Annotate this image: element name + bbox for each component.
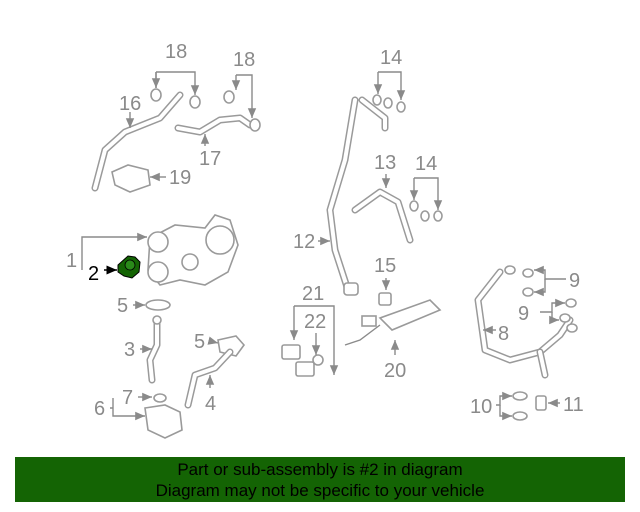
callout-21: 21	[302, 283, 324, 305]
callout-18a: 18	[165, 41, 187, 63]
seal-7[interactable]	[153, 393, 167, 403]
oil-line-4[interactable]	[184, 348, 234, 409]
callout-17: 17	[199, 148, 221, 170]
callout-12: 12	[293, 231, 315, 253]
hose-13[interactable]	[351, 188, 414, 244]
callouts: 18 18 16 17 19 1 2 5 3 5 4 7 6 14 13 14 …	[66, 41, 584, 420]
callout-14a: 14	[380, 47, 402, 69]
hose-17[interactable]	[174, 114, 254, 136]
banner-line-1: Part or sub-assembly is #2 in diagram	[177, 460, 463, 479]
hose-16[interactable]	[91, 91, 184, 192]
valves-21-22[interactable]	[281, 344, 324, 377]
callout-19: 19	[169, 167, 191, 189]
callout-15: 15	[374, 255, 396, 277]
callout-11: 11	[563, 394, 584, 416]
callout-9b: 9	[518, 303, 529, 325]
turbocharger-1[interactable]	[147, 214, 239, 286]
banner-line-2: Diagram may not be specific to your vehi…	[155, 481, 485, 500]
callout-6: 6	[94, 398, 105, 420]
callout-5a: 5	[117, 295, 128, 317]
callout-1: 1	[66, 250, 77, 272]
part-2-highlighted[interactable]	[117, 255, 141, 279]
callout-10: 10	[470, 396, 492, 418]
bracket-19[interactable]	[111, 164, 151, 193]
leader-lines	[81, 71, 566, 421]
plug-11[interactable]	[535, 395, 547, 411]
callout-7: 7	[122, 387, 133, 409]
seals-10[interactable]	[512, 391, 528, 421]
callout-22: 22	[304, 311, 326, 333]
callout-9a: 9	[569, 270, 580, 292]
callout-5b: 5	[194, 331, 205, 353]
clip-15[interactable]	[378, 292, 392, 306]
seals-9[interactable]	[504, 265, 578, 333]
callout-3: 3	[124, 339, 135, 361]
callout-13: 13	[374, 152, 396, 174]
callout-14b: 14	[415, 153, 437, 175]
callout-4: 4	[205, 393, 216, 415]
seals-14[interactable]	[372, 94, 443, 222]
valve-6[interactable]	[144, 404, 183, 439]
sensor-20[interactable]	[344, 299, 442, 346]
callout-8: 8	[498, 323, 509, 345]
callout-20: 20	[384, 360, 406, 382]
hose-12[interactable]	[326, 96, 359, 296]
oil-line-3[interactable]	[146, 315, 162, 384]
callout-16: 16	[119, 93, 141, 115]
callout-18b: 18	[233, 49, 255, 71]
gasket-5a[interactable]	[145, 299, 171, 311]
hose-8[interactable]	[474, 268, 574, 379]
gasket-5b[interactable]	[217, 335, 246, 357]
info-banner: Part or sub-assembly is #2 in diagram Di…	[15, 457, 625, 502]
callout-2-highlighted: 2	[88, 263, 99, 285]
